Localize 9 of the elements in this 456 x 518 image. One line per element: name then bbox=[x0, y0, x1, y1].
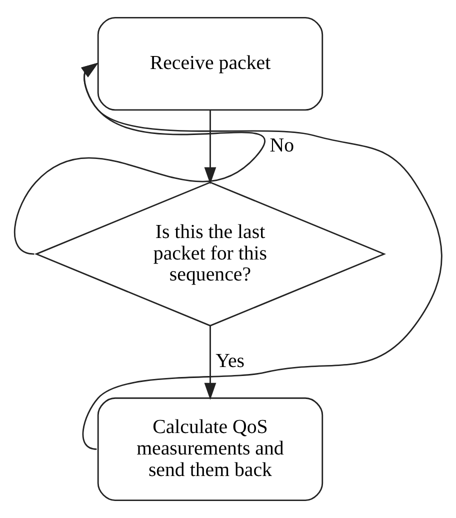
arrow bbox=[81, 62, 442, 450]
arrow bbox=[14, 62, 265, 255]
edge-label: No bbox=[270, 134, 294, 156]
edge-label: Yes bbox=[216, 350, 245, 372]
node-box: Calculate QoS measurements and send them back bbox=[97, 397, 324, 502]
node-diamond: Is this the last packet for this sequence? bbox=[34, 182, 386, 326]
arrow bbox=[204, 110, 216, 184]
arrow bbox=[204, 326, 216, 400]
node-box: Receive packet bbox=[97, 16, 324, 111]
